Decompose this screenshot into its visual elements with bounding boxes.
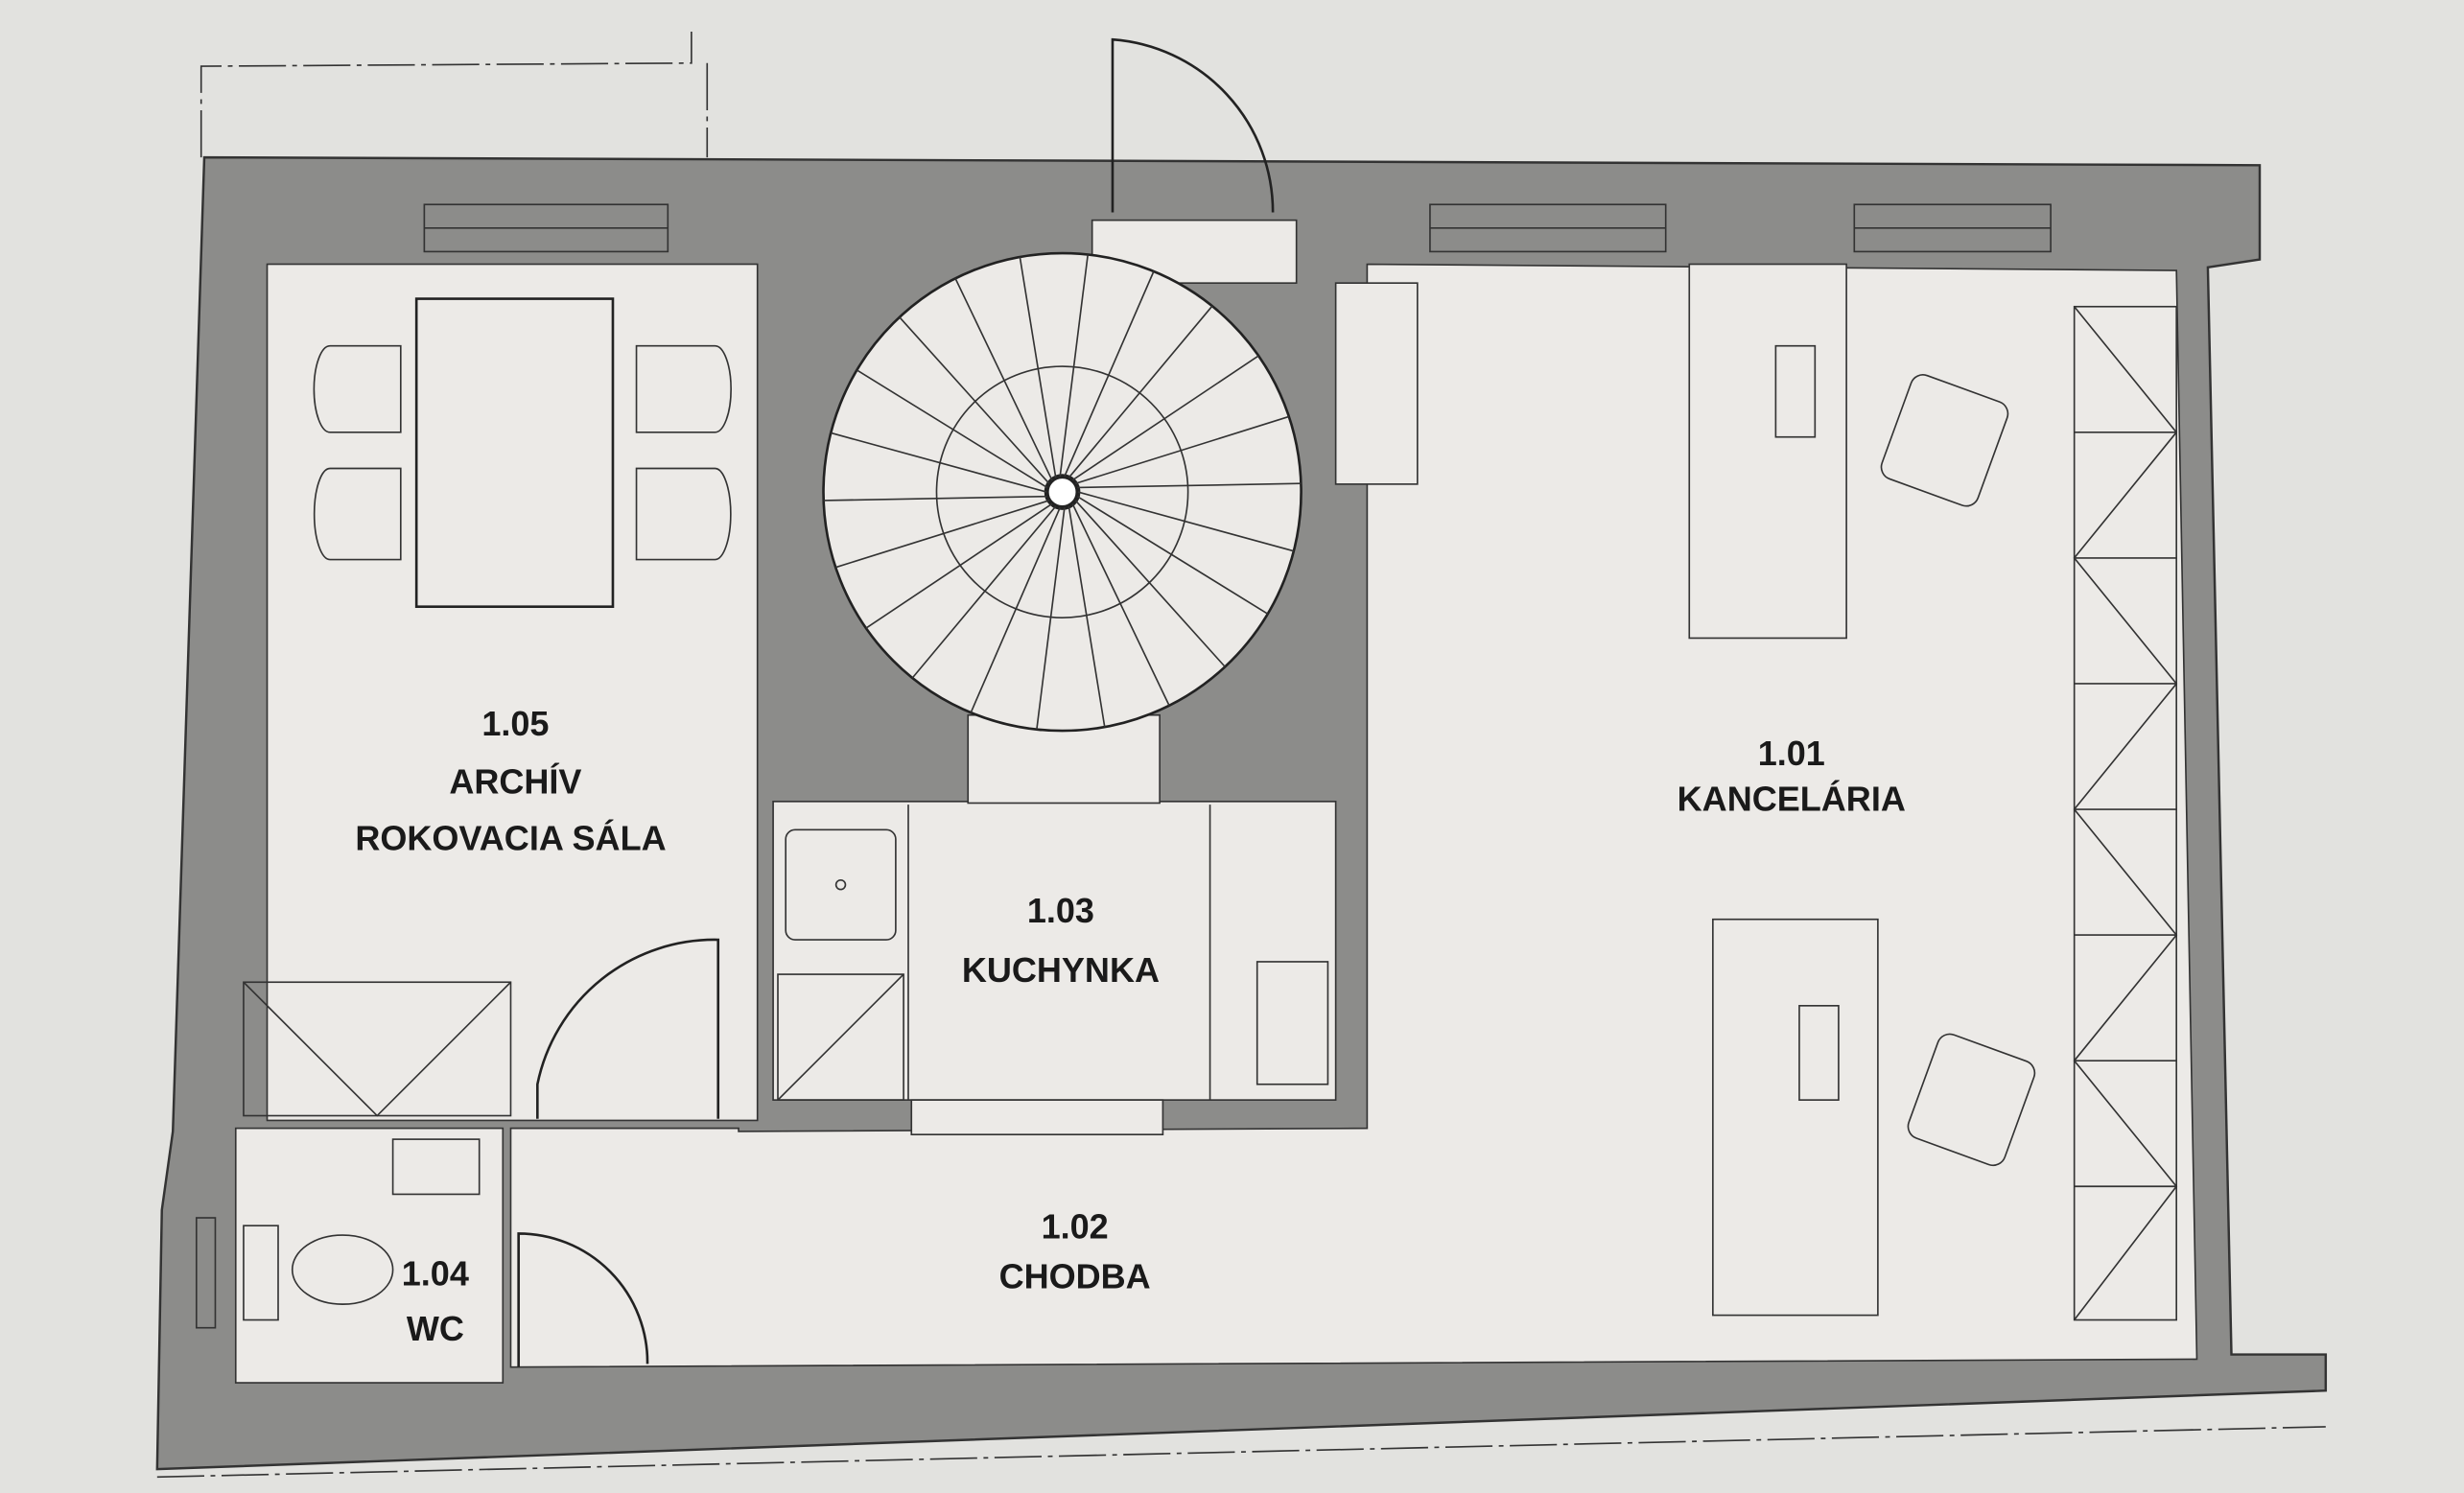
- door-1-05: [536, 938, 720, 1119]
- stair-tread: [899, 316, 1050, 484]
- stair-tread: [970, 506, 1061, 713]
- room-1-05: [266, 263, 759, 1122]
- storage-cabinet: [243, 981, 512, 1117]
- stair-tread: [1019, 256, 1057, 478]
- room-name-1-01: KANCELÁRIA: [1678, 780, 1906, 819]
- room-number-1-04: 1.04: [402, 1253, 469, 1293]
- meeting-table: [414, 297, 615, 608]
- stair-tread: [1064, 270, 1155, 478]
- washbasin: [391, 1138, 481, 1196]
- stair-tread: [856, 369, 1048, 489]
- room-1-04: [234, 1127, 505, 1384]
- room-name-1-04: WC: [407, 1309, 464, 1348]
- stair-tread: [1075, 415, 1290, 485]
- room-name-1-02: CHODBA: [999, 1257, 1151, 1296]
- stair-tread: [823, 495, 1047, 502]
- stair-tread: [954, 278, 1053, 481]
- wardrobe: [2073, 305, 2178, 1321]
- stair-landing-right: [1334, 282, 1419, 485]
- stair-tread: [1077, 482, 1302, 489]
- stair-tread: [865, 502, 1053, 629]
- stair-tread: [1068, 505, 1106, 728]
- office-desks: [1688, 263, 1879, 1317]
- door-wc: [517, 1232, 649, 1367]
- kitchen-counter: [777, 805, 1329, 1101]
- stair-tread: [1077, 491, 1295, 552]
- windows: [195, 203, 2052, 1329]
- toilet: [243, 1225, 394, 1321]
- stair-tread: [1036, 507, 1066, 730]
- stair-tread: [911, 505, 1057, 679]
- chairs: [313, 344, 732, 561]
- stair-tread: [1074, 500, 1226, 667]
- room-number-1-01: 1.01: [1758, 734, 1825, 773]
- stair-tread: [1071, 503, 1170, 707]
- stair-tread: [831, 432, 1047, 493]
- stair-tread: [835, 500, 1050, 569]
- site-boundary-line: [156, 1426, 2326, 1479]
- kitchen-sink: [785, 828, 897, 941]
- office-chairs: [1880, 374, 2036, 1167]
- stair-tread: [1076, 495, 1269, 615]
- room-number-1-02: 1.02: [1042, 1206, 1109, 1246]
- stair-tread: [1059, 254, 1090, 477]
- room-name-1-05-line2: ROKOVACIA SÁLA: [355, 819, 666, 858]
- room-name-1-03: KUCHYNKA: [962, 950, 1160, 990]
- room-number-1-03: 1.03: [1027, 891, 1094, 930]
- stair-tread: [1068, 305, 1213, 478]
- kitchen-doorway: [910, 1099, 1164, 1136]
- site-boundary-line: [199, 32, 709, 158]
- spiral-staircase: [822, 251, 1302, 733]
- room-number-1-05: 1.05: [481, 704, 549, 743]
- entrance-door: [1111, 37, 1275, 213]
- room-name-1-05-line1: ARCHÍV: [449, 762, 581, 802]
- stair-tread: [1071, 355, 1259, 481]
